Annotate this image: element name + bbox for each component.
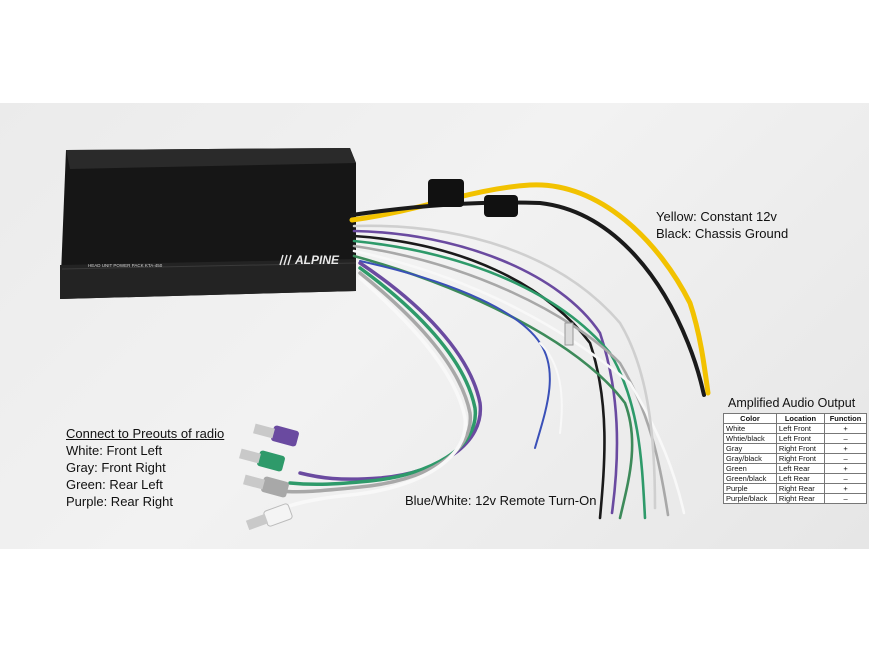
function-cell: – xyxy=(824,493,867,504)
remote-wire xyxy=(359,260,574,449)
rca-plugs xyxy=(239,423,299,531)
color-cell: Whtie/black xyxy=(723,433,777,444)
location-cell: Right Rear xyxy=(775,493,826,504)
function-cell: + xyxy=(824,463,867,474)
rca-bundle xyxy=(273,261,483,513)
amp-output-legend: Amplified Audio Output Color Location Fu… xyxy=(723,396,867,504)
function-cell: + xyxy=(824,483,867,494)
function-cell: + xyxy=(824,443,867,454)
column-header: Color xyxy=(723,413,777,424)
speaker-wires xyxy=(352,224,686,520)
function-cell: + xyxy=(824,423,867,434)
color-cell: Purple/black xyxy=(723,493,777,504)
power-wires xyxy=(349,179,711,397)
column-header: Function xyxy=(824,413,867,424)
location-cell: Left Rear xyxy=(775,463,826,474)
preouts-line: Green: Rear Left xyxy=(66,477,163,492)
color-cell: Green/black xyxy=(723,473,777,484)
power-line-1: Yellow: Constant 12v xyxy=(656,209,777,224)
preouts-line: Purple: Rear Right xyxy=(66,494,173,509)
color-cell: Gray/black xyxy=(723,453,777,464)
amp-output-title: Amplified Audio Output xyxy=(728,396,856,410)
preouts-line: Gray: Front Right xyxy=(66,460,166,475)
color-cell: Purple xyxy=(723,483,777,494)
location-cell: Left Front xyxy=(775,433,826,444)
wiring-illustration: ALPINE HEAD UNIT POWER PACK KTA-450 xyxy=(60,148,711,531)
function-cell: – xyxy=(824,453,867,464)
brand-logo: ALPINE xyxy=(294,253,340,267)
location-cell: Left Rear xyxy=(775,473,826,484)
location-cell: Right Front xyxy=(775,443,826,454)
color-cell: Green xyxy=(723,463,777,474)
product-photo: ALPINE HEAD UNIT POWER PACK KTA-450 xyxy=(0,103,869,549)
power-wire-annotation: Yellow: Constant 12v Black: Chassis Grou… xyxy=(656,208,788,242)
location-cell: Right Rear xyxy=(775,483,826,494)
function-cell: – xyxy=(824,473,867,484)
location-cell: Left Front xyxy=(775,423,826,434)
remote-annotation: Blue/White: 12v Remote Turn-On xyxy=(405,493,597,508)
amplifier: ALPINE HEAD UNIT POWER PACK KTA-450 xyxy=(60,148,357,299)
preouts-annotation: Connect to Preouts of radio White: Front… xyxy=(66,425,224,510)
location-cell: Right Front xyxy=(775,453,826,464)
preouts-heading: Connect to Preouts of radio xyxy=(66,426,225,441)
color-cell: White xyxy=(723,423,777,434)
color-cell: Gray xyxy=(723,443,777,454)
power-line-2: Black: Chassis Ground xyxy=(656,226,789,241)
model-label: HEAD UNIT POWER PACK KTA-450 xyxy=(88,263,163,268)
function-cell: – xyxy=(824,433,867,444)
preouts-line: White: Front Left xyxy=(66,443,163,458)
column-header: Location xyxy=(775,413,826,424)
table-header-row: Color Location Function xyxy=(723,413,867,424)
